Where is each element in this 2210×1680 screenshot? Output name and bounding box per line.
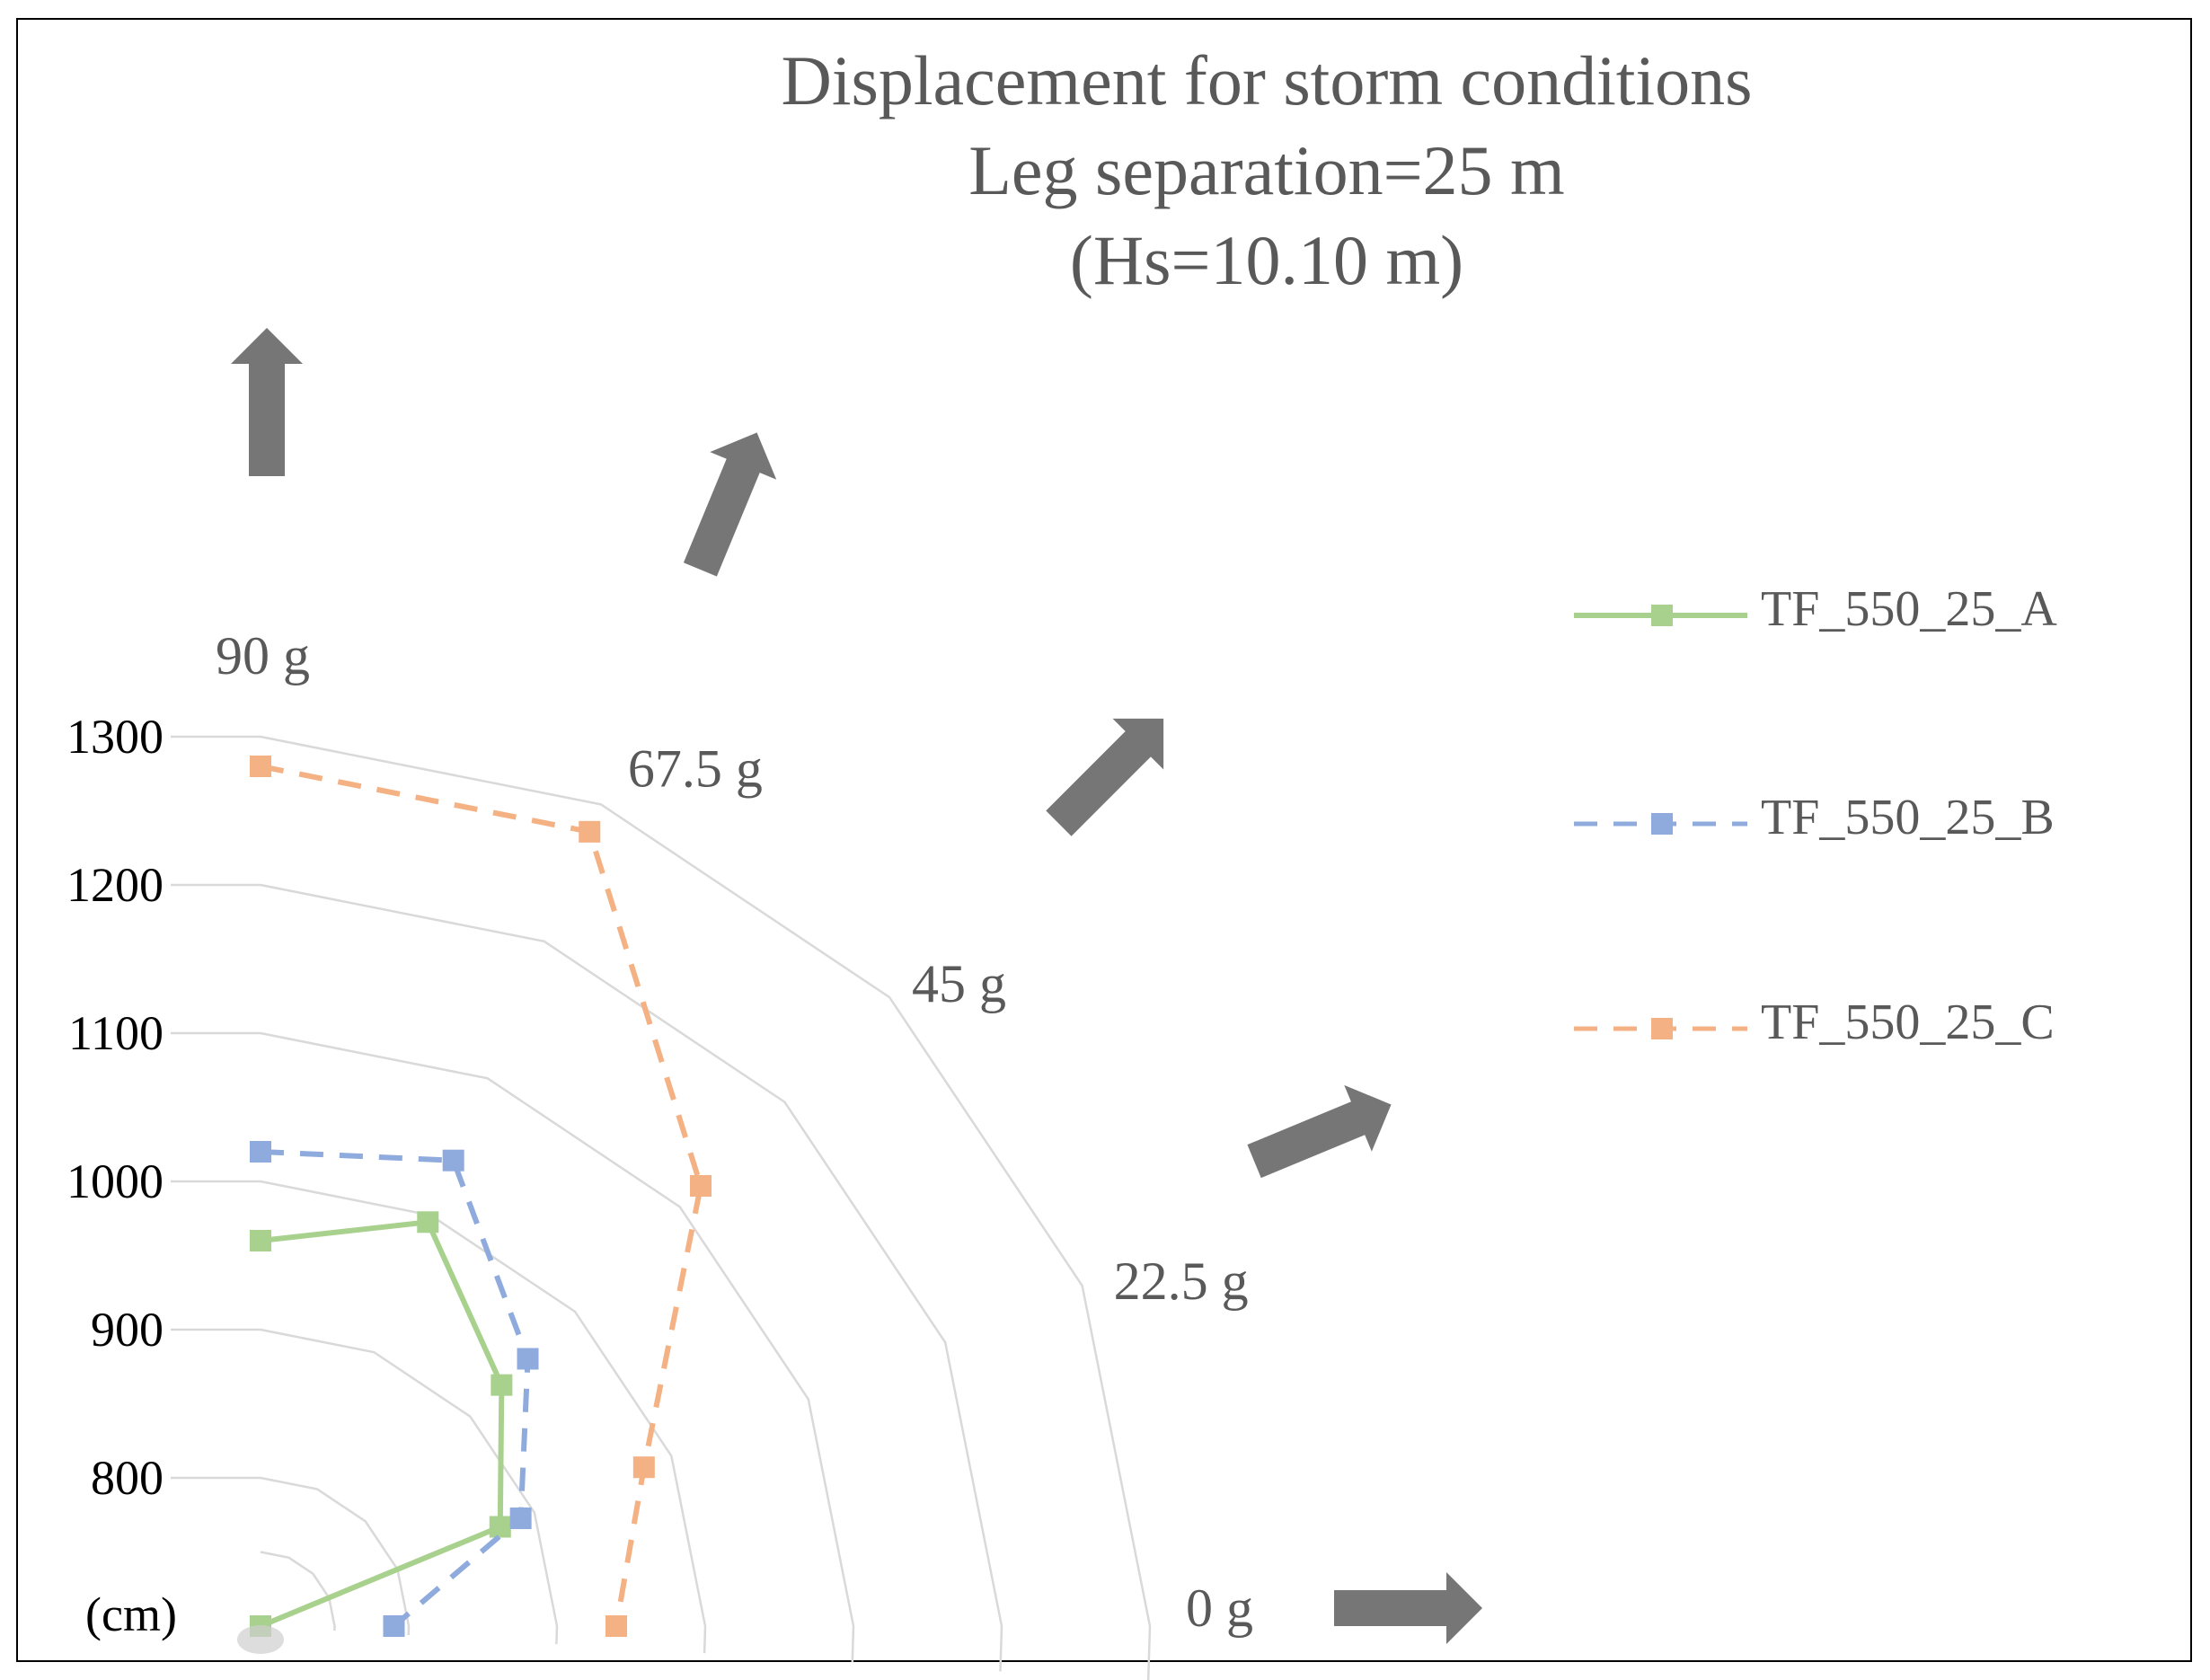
wave-arrow-1 [683, 432, 777, 577]
legend-swatch-b [1574, 813, 1747, 835]
wave-arrow-shape-0 [231, 328, 303, 476]
series-2-point-4 [606, 1615, 627, 1637]
grid-ring-750 [260, 1551, 336, 1631]
wave-arrow-shape-3 [1247, 1084, 1392, 1179]
series-2-point-1 [579, 820, 601, 843]
legend-label-b: TF_550_25_B [1761, 790, 2055, 845]
direction-label-1: 67.5 g [628, 738, 763, 798]
series-1-point-0 [250, 1141, 271, 1163]
wave-arrow-shape-4 [1334, 1572, 1482, 1644]
tick-label-1200: 1200 [66, 858, 164, 912]
wave-arrow-shape-1 [683, 432, 777, 577]
series-lines [250, 756, 712, 1637]
wave-arrow-3 [1247, 1084, 1392, 1179]
series-0-point-1 [417, 1211, 439, 1233]
tick-label-1000: 1000 [66, 1154, 164, 1208]
legend-label-c: TF_550_25_C [1761, 995, 2055, 1050]
series-2-point-0 [250, 756, 271, 777]
wave-direction-arrows [231, 328, 1482, 1644]
legend-label-a: TF_550_25_A [1761, 581, 2057, 637]
legend-item-c: TF_550_25_C [1572, 988, 2147, 1060]
legend-item-a: TF_550_25_A [1572, 575, 2147, 647]
tick-label-1100: 1100 [68, 1006, 164, 1060]
grid-ring-1200 [260, 883, 1003, 1672]
series-line-2 [260, 764, 704, 1627]
unit-label: (cm) [85, 1587, 177, 1641]
tick-label-1300: 1300 [66, 710, 164, 764]
wave-arrow-shape-2 [1046, 718, 1164, 836]
title-line-1: Displacement for storm conditions [781, 41, 1753, 119]
chart-title: Displacement for storm conditions Leg se… [629, 36, 1905, 305]
direction-label-3: 22.5 g [1114, 1251, 1249, 1311]
series-2-point-2 [690, 1174, 712, 1197]
series-0-point-2 [491, 1374, 513, 1396]
series-line-1 [260, 1149, 531, 1629]
direction-label-4: 0 g [1186, 1578, 1253, 1638]
direction-label-2: 45 g [912, 954, 1006, 1013]
series-1-point-3 [509, 1508, 532, 1530]
radar-grid [260, 735, 1152, 1680]
grid-ring-1000 [260, 1180, 707, 1654]
wave-arrow-4 [1334, 1572, 1482, 1644]
title-line-2: Leg separation=25 m [968, 131, 1565, 209]
grid-ring-800 [260, 1476, 411, 1636]
series-0-point-0 [250, 1230, 271, 1251]
direction-labels: 90 g 67.5 g 45 g 22.5 g 0 g [216, 626, 1253, 1638]
series-1-point-4 [383, 1615, 405, 1637]
wave-arrow-2 [1046, 718, 1164, 836]
series-2-point-3 [632, 1456, 655, 1479]
grid-ring-1300 [260, 735, 1152, 1680]
pole-marker [237, 1625, 284, 1654]
tick-label-800: 800 [91, 1451, 164, 1505]
legend-swatch-c [1574, 1018, 1747, 1039]
legend-item-b: TF_550_25_B [1572, 783, 2147, 855]
series-0-point-3 [489, 1516, 511, 1538]
legend: TF_550_25_A TF_550_25_B TF_550_25_C [1572, 575, 2147, 1078]
title-line-3: (Hs=10.10 m) [1069, 221, 1464, 299]
legend-swatch-a [1574, 605, 1747, 626]
radial-axis-ticks: 800 900 1000 1100 1200 1300 [66, 710, 261, 1505]
wave-arrow-0 [231, 328, 303, 476]
chart-frame [16, 18, 2192, 1662]
series-1-point-1 [442, 1149, 464, 1172]
direction-label-0: 90 g [216, 626, 310, 685]
grid-ring-1100 [260, 1031, 855, 1663]
tick-label-900: 900 [91, 1303, 164, 1357]
series-1-point-2 [517, 1348, 539, 1370]
